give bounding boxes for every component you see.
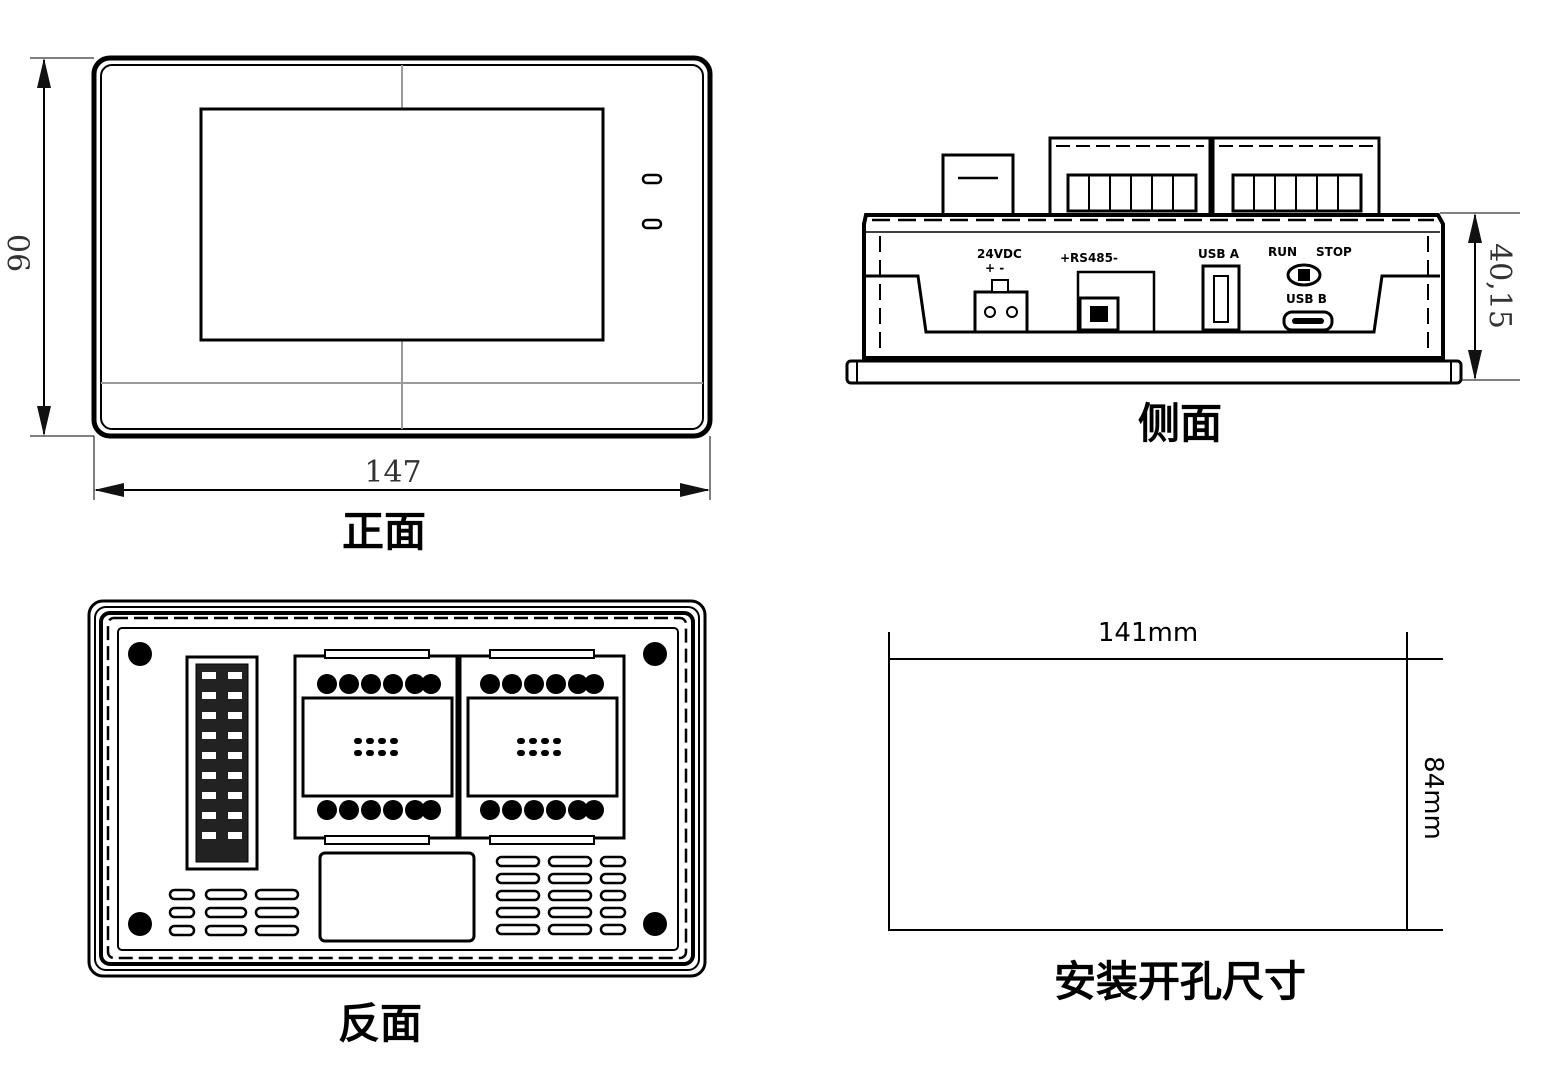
- front-width-label: 147: [364, 455, 421, 490]
- side-power-connector-top: [991, 279, 1009, 293]
- side-depth-arrow-bottom: [1468, 350, 1482, 380]
- back-frame-2: [94, 606, 700, 971]
- back-screw-bottom-right: [643, 912, 667, 936]
- front-caption: 正面: [342, 507, 426, 556]
- side-terminal-pin-dividers: [1088, 175, 1339, 211]
- side-usb-a-tongue: [1213, 275, 1229, 323]
- side-label-power: 24VDC: [977, 247, 1022, 261]
- front-height-label: 90: [3, 234, 38, 272]
- side-power-pin-2: [1006, 306, 1018, 318]
- side-front-flange: [845, 359, 1463, 385]
- cutout-view: 141mm 84mm 安装开孔尺寸: [888, 618, 1448, 1006]
- side-caption: 侧面: [1138, 399, 1222, 448]
- side-label-usb-a: USB A: [1198, 247, 1240, 261]
- back-screw-bottom-left: [128, 912, 152, 936]
- side-label-stop: STOP: [1316, 245, 1352, 259]
- cutout-width-label: 141mm: [1098, 618, 1198, 648]
- back-outer-frame: [87, 599, 707, 978]
- side-run-stop-switch-knob: [1298, 269, 1310, 281]
- side-serial-port-core: [1090, 306, 1108, 322]
- back-frame-3: [99, 611, 695, 966]
- back-screw-top-left: [128, 642, 152, 666]
- back-terminal-module-left: [293, 649, 459, 845]
- back-label-window: [318, 851, 476, 943]
- cutout-caption: 安装开孔尺寸: [1054, 957, 1306, 1006]
- side-label-power-polarity: + -: [985, 261, 1004, 275]
- front-height-arrow-bottom: [37, 406, 51, 436]
- cutout-height-label: 84mm: [1418, 756, 1448, 840]
- back-vents-left: [168, 888, 300, 937]
- side-power-pin-1: [984, 306, 996, 318]
- back-vents-right: [495, 855, 627, 936]
- back-terminal-module-right: [458, 649, 626, 845]
- side-depth-label: 40,15: [1482, 243, 1517, 329]
- side-view: 24VDC + - +RS485- USB A RUN STOP USB B 4…: [845, 136, 1520, 448]
- side-label-usb-b: USB B: [1286, 292, 1327, 306]
- front-view: 90 147 正面: [3, 55, 713, 556]
- side-label-serial: +RS485-: [1060, 251, 1118, 265]
- side-usb-b-core: [1292, 318, 1324, 324]
- front-width-arrow-left: [94, 483, 124, 497]
- back-screw-top-right: [643, 642, 667, 666]
- front-indicator-bottom: [641, 218, 663, 230]
- back-frame-dash: [106, 616, 688, 960]
- side-usb-housing: [941, 153, 1015, 219]
- back-caption: 反面: [338, 999, 422, 1048]
- side-power-connector: [973, 290, 1029, 334]
- side-depth-arrow-top: [1468, 213, 1482, 243]
- side-serial-port-frame: [1076, 270, 1156, 334]
- front-height-arrow-top: [37, 58, 51, 88]
- back-view: 反面: [87, 599, 707, 1048]
- front-indicator-top: [641, 173, 663, 185]
- front-screen: [199, 107, 605, 342]
- back-io-connector-pins: [202, 672, 242, 839]
- cutout-rectangle: [888, 658, 1408, 931]
- front-bezel-outer: [91, 55, 713, 439]
- side-label-run: RUN: [1268, 245, 1297, 259]
- front-width-arrow-right: [680, 483, 710, 497]
